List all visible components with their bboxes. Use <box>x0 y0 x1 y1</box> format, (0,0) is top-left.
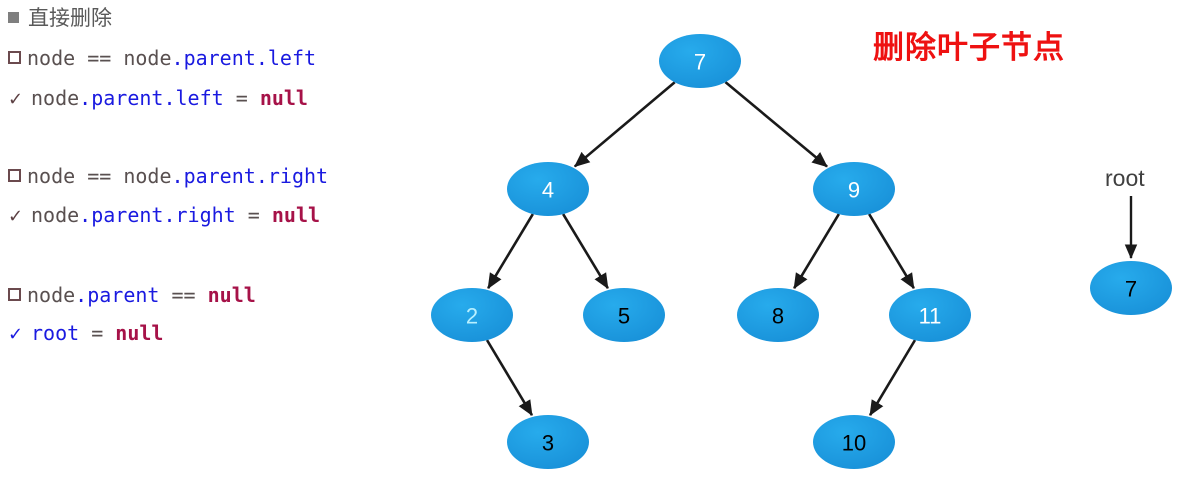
node-ellipse <box>431 288 513 342</box>
tree-edge <box>562 213 609 290</box>
tree-edge <box>793 213 840 290</box>
condition-line-1: node == node.parent.left <box>8 48 316 68</box>
panel-heading: 直接删除 <box>8 8 112 29</box>
square-bullet-icon <box>8 12 19 23</box>
root-node-label: 7 <box>1125 277 1137 302</box>
action-text-2: node.parent.right = null <box>31 203 321 227</box>
node-ellipse <box>583 288 665 342</box>
condition-line-2: node == node.parent.right <box>8 166 328 186</box>
root-node-ellipse[interactable] <box>1090 261 1172 315</box>
checkbox-square-icon <box>8 288 21 301</box>
action-line-2: ✓ node.parent.right = null <box>8 205 320 226</box>
tree-node-7[interactable]: 7 <box>659 34 741 88</box>
node-label: 2 <box>466 304 478 329</box>
node-label: 8 <box>772 304 784 329</box>
tree-edge <box>485 339 534 417</box>
tree-node-5[interactable]: 5 <box>583 288 665 342</box>
tree-edge <box>573 81 676 168</box>
tree-edges <box>485 81 917 417</box>
node-ellipse <box>813 162 895 216</box>
node-label: 4 <box>542 178 554 203</box>
node-ellipse <box>659 34 741 88</box>
node-label: 10 <box>842 431 866 456</box>
node-ellipse <box>737 288 819 342</box>
tree-node-4[interactable]: 4 <box>507 162 589 216</box>
tree-nodes: 7 4 9 2 5 8 11 3 10 <box>431 34 971 469</box>
panel-heading-label: 直接删除 <box>28 6 112 30</box>
tree-edge <box>868 213 915 290</box>
tree-node-2[interactable]: 2 <box>431 288 513 342</box>
condition-text-3: node.parent == null <box>27 283 256 307</box>
condition-line-3: node.parent == null <box>8 285 256 305</box>
explanation-panel: 直接删除 node == node.parent.left ✓node.pare… <box>0 0 420 480</box>
tree-node-11[interactable]: 11 <box>889 288 971 342</box>
node-ellipse <box>507 162 589 216</box>
node-label: 9 <box>848 178 860 203</box>
node-label: 5 <box>618 304 630 329</box>
action-text-1: node.parent.left = null <box>31 86 308 110</box>
node-label: 3 <box>542 431 554 456</box>
action-line-1: ✓ node.parent.left = null <box>8 88 308 109</box>
root-pointer-label: root <box>1105 165 1145 191</box>
node-ellipse <box>813 415 895 469</box>
action-text-3: root = null <box>31 321 164 345</box>
tree-edge <box>724 81 828 168</box>
tree-edge <box>487 213 534 290</box>
node-label: 11 <box>919 304 942 329</box>
node-ellipse <box>507 415 589 469</box>
tree-edge <box>868 339 917 417</box>
condition-text-1: node == node.parent.left <box>27 46 317 70</box>
tree-node-3[interactable]: 3 <box>507 415 589 469</box>
check-icon: ✓ <box>8 206 24 227</box>
slide-title: 删除叶子节点 <box>873 30 1065 66</box>
condition-text-2: node == node.parent.right <box>27 164 329 188</box>
tree-node-10[interactable]: 10 <box>813 415 895 469</box>
root-pointer-group: 7 <box>1090 196 1172 315</box>
tree-node-8[interactable]: 8 <box>737 288 819 342</box>
node-ellipse <box>889 288 971 342</box>
checkbox-square-icon <box>8 51 21 64</box>
check-icon: ✓ <box>8 89 24 110</box>
action-line-3: ✓ root = null <box>8 323 163 344</box>
checkbox-square-icon <box>8 169 21 182</box>
tree-node-9[interactable]: 9 <box>813 162 895 216</box>
check-icon: ✓ <box>8 324 24 345</box>
node-label: 7 <box>694 50 706 75</box>
